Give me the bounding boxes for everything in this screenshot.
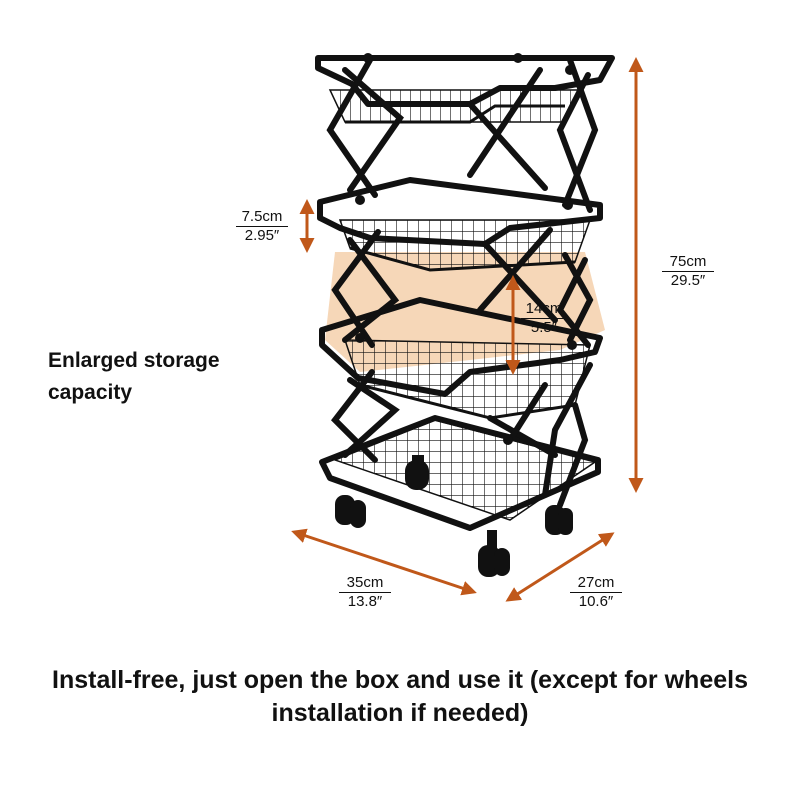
depth-imperial: 10.6″: [578, 593, 614, 610]
width-imperial: 13.8″: [347, 593, 383, 610]
dimension-arrows: [291, 57, 644, 602]
tier-gap-metric: 7.5cm: [236, 208, 288, 227]
depth-arrow: [505, 532, 615, 602]
width-arrow: [291, 528, 477, 596]
height-metric: 75cm: [662, 253, 714, 272]
bottom-caption: Install-free, just open the box and use …: [52, 666, 748, 727]
width-metric: 35cm: [339, 574, 391, 593]
side-caption: Enlarged storage capacity: [48, 349, 220, 404]
frame-joints: [355, 53, 577, 445]
height-label: 75cm 29.5″: [662, 253, 714, 290]
depth-metric: 27cm: [570, 574, 622, 593]
tier-gap-imperial: 2.95″: [244, 227, 280, 244]
depth-label: 27cm 10.6″: [570, 574, 622, 611]
tier-gap-label: 7.5cm 2.95″: [236, 208, 288, 245]
expanded-gap-metric: 14cm: [521, 300, 567, 319]
width-label: 35cm 13.8″: [339, 574, 391, 611]
expanded-gap-label: 14cm 5.5″: [521, 300, 567, 337]
basket-tier-1: [315, 55, 615, 124]
basket-tier-4: [319, 415, 601, 531]
height-imperial: 29.5″: [670, 272, 706, 289]
expanded-gap-imperial: 5.5″: [530, 319, 558, 336]
folding-frame: [326, 57, 599, 508]
